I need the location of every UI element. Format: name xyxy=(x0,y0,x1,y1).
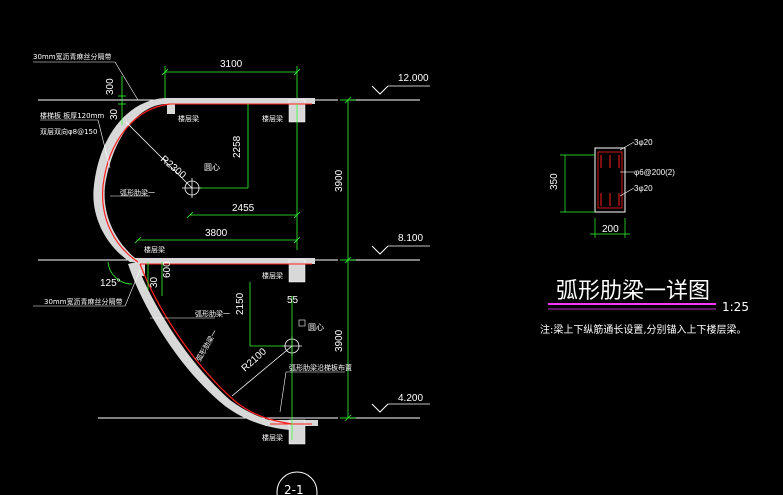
elevation-marker-mid: 8.100 xyxy=(371,233,430,255)
elevation-bottom-label: 4.200 xyxy=(398,393,423,404)
stirrup-label: φ6@200(2) xyxy=(634,168,675,177)
dim-3900-bottom: 3900 xyxy=(334,329,345,352)
elevation-marker-top: 12.000 xyxy=(371,73,430,95)
radius-leader-bottom xyxy=(231,345,293,397)
detail-note: 注:梁上下纵筋通长设置,分别锚入上下楼层梁。 xyxy=(540,323,747,336)
floor-beam-bottom xyxy=(288,419,306,445)
arc-note-bottom: 弧形肋梁沿梯板布置 xyxy=(289,363,352,372)
arc-beam-label-2: 弧形肋梁一 xyxy=(195,309,230,318)
radius-top-label: R2300 xyxy=(158,154,188,182)
beam-label-3: 楼层梁 xyxy=(144,245,165,254)
floor-beam-top-left xyxy=(167,100,175,114)
dim-30: 30 xyxy=(109,108,120,120)
dim-3100: 3100 xyxy=(220,59,243,70)
arc-rib-lower xyxy=(139,263,293,425)
slab-band-top xyxy=(165,98,315,104)
beam-label-2: 楼层梁 xyxy=(262,114,283,123)
arc-beam-label-3: 弧形肋梁一 xyxy=(194,328,219,363)
dim-30b: 30 xyxy=(149,276,160,288)
arc-beam-label-1: 弧形肋梁一 xyxy=(120,188,155,197)
dimension-lines xyxy=(107,66,356,440)
section-outline xyxy=(594,147,626,213)
arc-rib-upper xyxy=(102,103,171,263)
slab-arc-upper xyxy=(93,98,165,262)
beam-label-5: 楼层梁 xyxy=(262,433,283,442)
note-separator-bottom: 30mm宽沥青麻丝分隔带 xyxy=(44,297,123,306)
floor-beam-mid-left xyxy=(135,260,145,276)
axis-label: 2-1 xyxy=(284,483,304,495)
center-label-top: 圆心 xyxy=(204,163,220,172)
floor-beam-mid-right xyxy=(288,259,306,283)
note-separator-top: 30mm宽沥青麻丝分隔带 xyxy=(33,52,112,61)
dim-3800: 3800 xyxy=(205,228,228,239)
dim-3900-top: 3900 xyxy=(334,169,345,192)
dim-2455: 2455 xyxy=(232,203,255,214)
axis-bubble xyxy=(276,471,318,495)
beam-label-1: 楼层梁 xyxy=(178,114,199,123)
stair-plan: 12.000 8.100 4.200 xyxy=(33,52,430,495)
center-mark-top: 圆心 xyxy=(182,163,220,198)
section-detail: 350 200 3φ20 φ6@200(2) 3φ20 弧形肋梁一详图 1:25… xyxy=(540,138,749,336)
angle-label: 125° xyxy=(100,278,121,289)
stirrup-outline xyxy=(597,151,623,209)
radius-leader-top xyxy=(125,121,193,189)
detail-title: 弧形肋梁一详图 xyxy=(556,279,710,304)
section-width-label: 200 xyxy=(602,224,619,235)
bottom-rebar-label: 3φ20 xyxy=(634,184,653,193)
beam-label-4: 楼层梁 xyxy=(262,271,283,280)
note-slab: 楼梯板 板厚120mm xyxy=(40,111,104,120)
center-label-bottom: 圆心 xyxy=(308,323,324,332)
dim-2258: 2258 xyxy=(232,135,243,158)
dim-55: 55 xyxy=(287,295,299,306)
top-rebar-label: 3φ20 xyxy=(634,138,653,147)
elevation-marker-bottom: 4.200 xyxy=(371,393,430,413)
slab-band-mid xyxy=(135,258,315,264)
note-rebar: 双层双向φ8@150 xyxy=(40,127,97,136)
elevation-top-label: 12.000 xyxy=(398,73,429,84)
section-height-label: 350 xyxy=(549,173,560,190)
dim-600: 600 xyxy=(162,261,173,278)
center-mark-bottom: 圆心 xyxy=(282,319,324,356)
radius-bottom-label: R2100 xyxy=(240,346,270,374)
detail-scale: 1:25 xyxy=(722,300,749,314)
elevation-mid-label: 8.100 xyxy=(398,233,423,244)
dim-2150: 2150 xyxy=(235,292,246,315)
dim-300: 300 xyxy=(105,78,116,95)
